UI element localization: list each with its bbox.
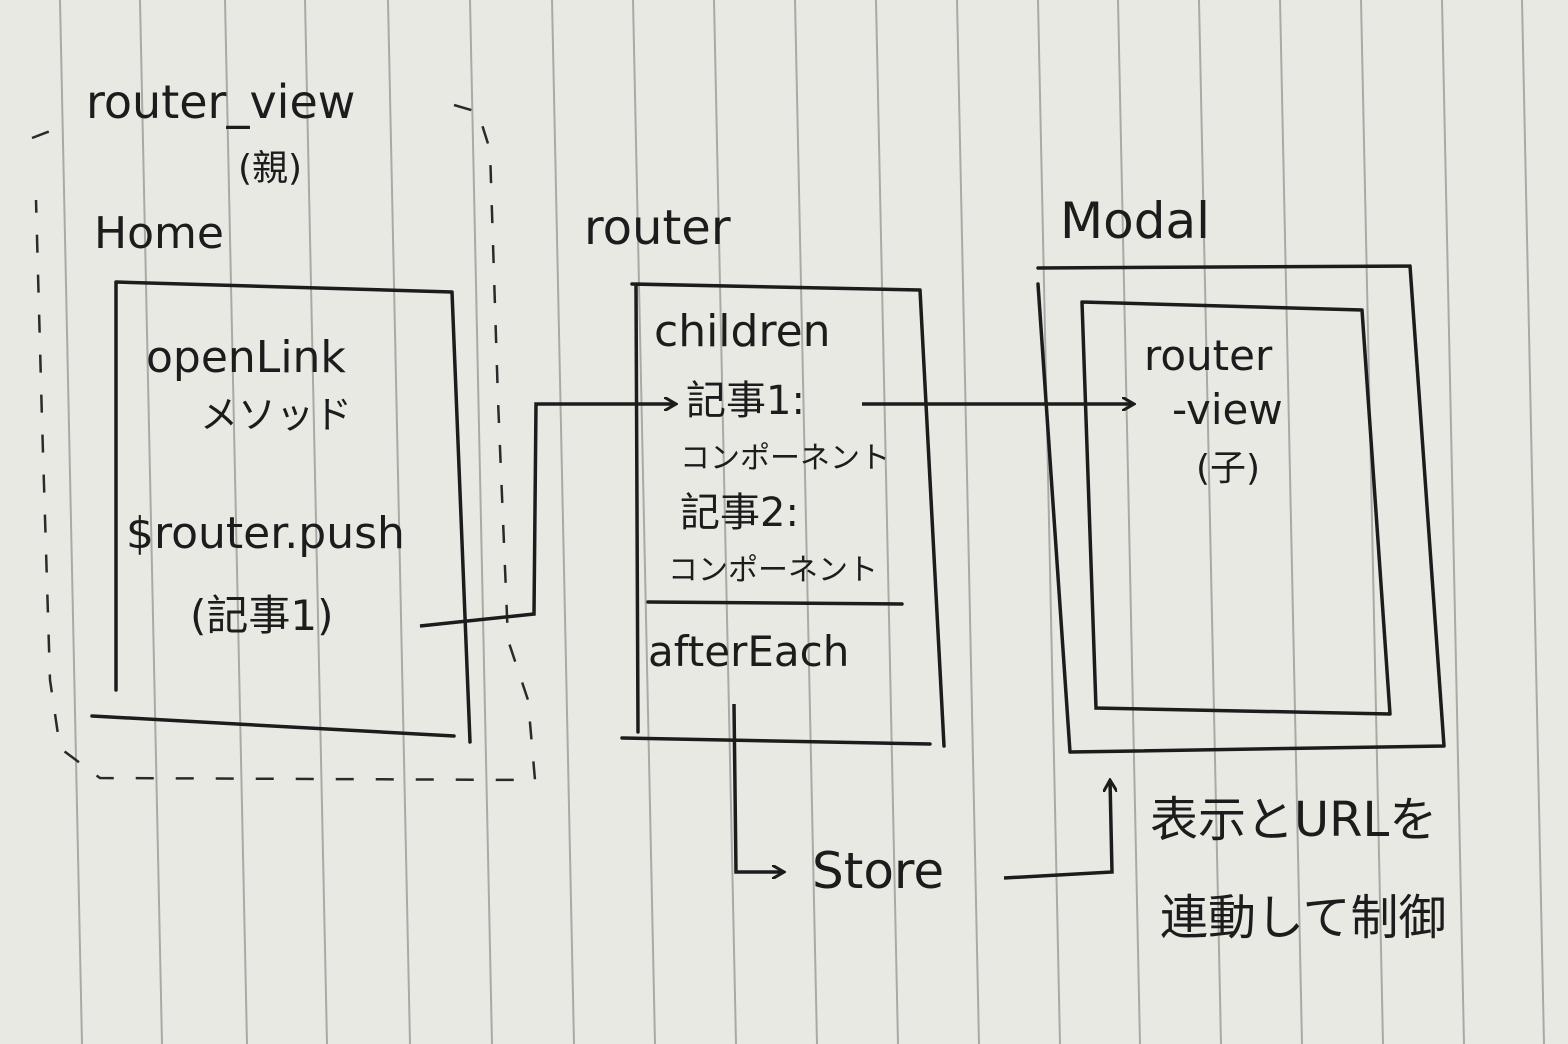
router-item1-name: 記事1:	[686, 378, 805, 424]
push-to-router-arrow	[419, 404, 676, 628]
router-item1-type: コンポーネント	[680, 441, 890, 476]
home-method-name: openLink	[146, 332, 346, 383]
router-title: router	[584, 200, 731, 256]
modal-inner-box	[1080, 300, 1392, 716]
parent-view-subtitle: (親)	[238, 148, 302, 189]
router-children-label: children	[654, 306, 831, 357]
home-box	[90, 280, 472, 744]
router-item2-name: 記事2:	[680, 490, 799, 536]
router-item2-type: コンポーネント	[668, 553, 878, 588]
store-label: Store	[812, 842, 944, 900]
notebook-ruled-lines	[59, 0, 1545, 1044]
note-line1: 表示とURLを	[1150, 792, 1437, 848]
parent-view-title: router_view	[86, 75, 355, 129]
home-method-label: メソッド	[200, 393, 352, 437]
modal-view-line2: -view	[1172, 385, 1283, 434]
home-push-arg: (記事1)	[190, 591, 334, 640]
home-title: Home	[94, 208, 224, 259]
router-box	[620, 282, 946, 748]
home-router-push: $router.push	[126, 508, 405, 559]
router-hook-label: afterEach	[648, 627, 849, 676]
modal-title: Modal	[1060, 192, 1210, 250]
store-to-modal-arrow	[1003, 780, 1112, 880]
modal-view-line1: router	[1144, 331, 1273, 380]
parent-router-view-boundary	[31, 103, 537, 782]
modal-outer-box	[1036, 264, 1446, 754]
note-line2: 連動して制御	[1160, 890, 1447, 946]
modal-view-line3: (子)	[1196, 448, 1260, 489]
aftereach-to-store-arrow	[732, 703, 784, 872]
